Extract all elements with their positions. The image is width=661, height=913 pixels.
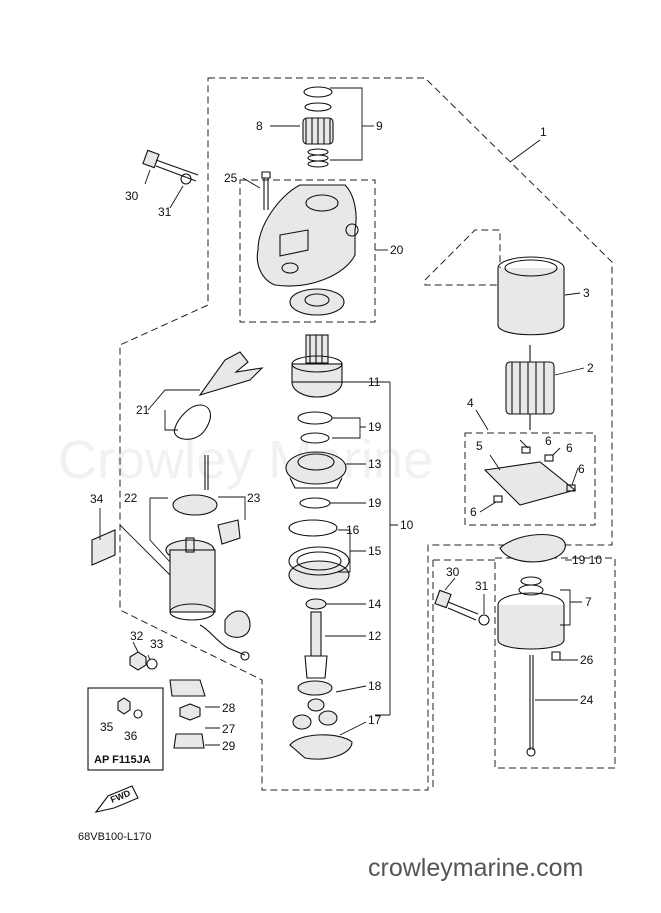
footer-url: crowleymarine.com xyxy=(368,854,583,882)
callout-12: 12 xyxy=(368,629,382,643)
lever-21-drawing xyxy=(173,351,264,440)
plate-right-drawing xyxy=(499,533,566,563)
callout-19b: 19 xyxy=(368,496,382,510)
boot-drawing xyxy=(224,610,251,638)
callout-3: 3 xyxy=(583,286,590,300)
callout-6b: 6 xyxy=(566,441,573,455)
callout-29: 29 xyxy=(222,739,236,753)
callout-26: 26 xyxy=(580,653,594,667)
callout-25: 25 xyxy=(224,171,238,185)
inner-assembly-outline xyxy=(424,229,501,286)
callout-24: 24 xyxy=(580,693,594,707)
callout-35: 35 xyxy=(100,720,114,734)
gear-carrier-drawing xyxy=(285,451,347,489)
plate-17-drawing xyxy=(289,734,353,760)
cap-29-drawing xyxy=(173,733,205,749)
bushing-drawing xyxy=(305,598,327,610)
nut-32-drawing xyxy=(129,651,147,671)
callout-10: 10 xyxy=(400,518,414,532)
callout-33: 33 xyxy=(150,637,164,651)
callout-22: 22 xyxy=(124,491,138,505)
ring-16-drawing xyxy=(288,519,338,537)
label-34-drawing xyxy=(91,529,116,566)
callout-2: 2 xyxy=(587,361,594,375)
inset-box xyxy=(87,687,164,771)
callout-23: 23 xyxy=(247,491,261,505)
callout-31a: 31 xyxy=(158,205,172,219)
callout-28: 28 xyxy=(222,701,236,715)
fwd-arrow-icon xyxy=(94,785,139,813)
solenoid-drawing xyxy=(165,537,216,621)
screw-25-drawing xyxy=(261,171,271,210)
callout-19a: 19 xyxy=(368,420,382,434)
drive-shaft-drawing xyxy=(297,611,333,696)
brush-holder-group-outline xyxy=(464,432,596,526)
callout-32: 32 xyxy=(130,629,144,643)
callout-36: 36 xyxy=(124,729,138,743)
lead-wire-drawing xyxy=(199,624,246,656)
assembly-outline xyxy=(119,77,613,791)
callout-31b: 31 xyxy=(475,579,489,593)
callout-1: 1 xyxy=(540,125,547,139)
through-bolt-left-drawing xyxy=(142,149,199,185)
callout-16: 16 xyxy=(346,523,360,537)
terminal-28-drawing xyxy=(169,679,206,697)
callout-9: 9 xyxy=(376,119,383,133)
planet-gears-drawing xyxy=(292,698,338,730)
front-housing-drawing xyxy=(256,184,359,287)
callout-30a: 30 xyxy=(125,189,139,203)
callout-15: 15 xyxy=(368,544,382,558)
washer-19-drawing xyxy=(299,497,331,509)
callout-11: 11 xyxy=(368,375,381,389)
pinion-set-drawing xyxy=(302,86,334,168)
callout-21: 21 xyxy=(136,403,150,417)
armature-drawing xyxy=(505,345,555,430)
callout-4: 4 xyxy=(467,396,474,410)
through-bolt-24-drawing xyxy=(529,655,534,750)
ring-gear-drawing xyxy=(288,546,350,590)
drawing-code: 68VB100-L170 xyxy=(78,831,151,843)
callout-6a: 6 xyxy=(545,434,552,448)
housing-group-outline xyxy=(239,179,376,323)
callout-13: 13 xyxy=(368,457,382,471)
callout-27: 27 xyxy=(222,722,236,736)
callout-6c: 6 xyxy=(578,462,585,476)
clip-19-drawing xyxy=(297,411,333,425)
callout-8: 8 xyxy=(256,119,263,133)
solenoid-bolt-drawing xyxy=(204,455,209,490)
watermark: Crowley Marine xyxy=(58,430,433,490)
end-cover-group-outline xyxy=(494,557,616,769)
leader-lines xyxy=(99,87,585,746)
callout-7: 7 xyxy=(585,595,592,609)
callout-34: 34 xyxy=(90,492,104,506)
plate-23-drawing xyxy=(172,494,218,516)
screw-26-drawing xyxy=(551,651,561,661)
clutch-drawing xyxy=(291,334,343,398)
callout-20: 20 xyxy=(390,243,404,257)
nut-27-drawing xyxy=(179,703,201,721)
callout-19-10: 19 10 xyxy=(572,553,602,567)
callout-14: 14 xyxy=(368,597,382,611)
callout-17: 17 xyxy=(368,713,382,727)
callout-5: 5 xyxy=(476,439,483,453)
brush-holder-drawing xyxy=(483,446,577,506)
end-cover-drawing xyxy=(497,592,565,650)
inset-model-label: AP F115JA xyxy=(94,754,151,766)
nut-35-drawing xyxy=(117,697,131,715)
through-bolt-right-drawing xyxy=(434,589,490,626)
callout-30b: 30 xyxy=(446,565,460,579)
callout-6d: 6 xyxy=(470,505,477,519)
callout-18: 18 xyxy=(368,679,382,693)
yoke-drawing xyxy=(497,256,565,336)
bearing-drawing xyxy=(289,288,345,316)
